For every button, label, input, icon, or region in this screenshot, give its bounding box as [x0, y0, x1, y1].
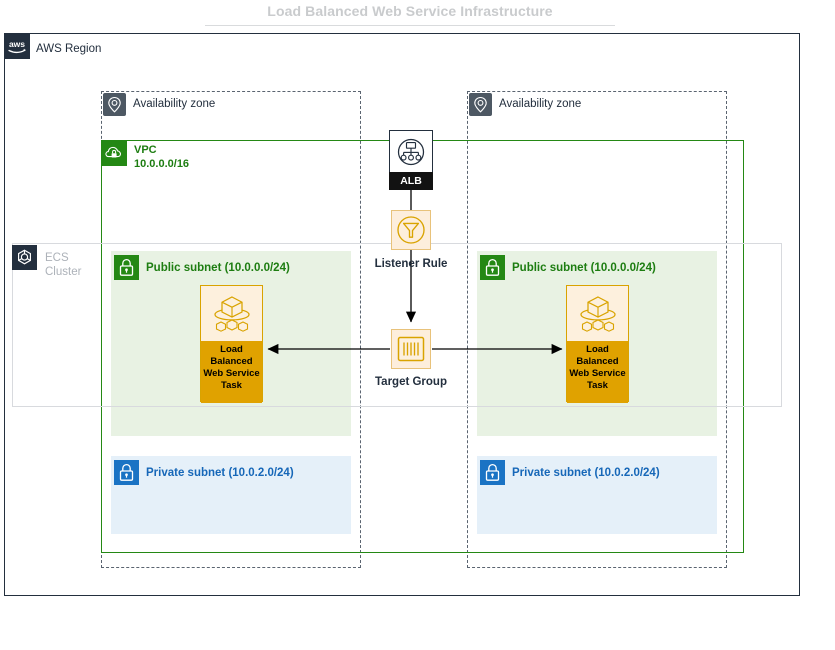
ecs-task-left[interactable]: Load Balanced Web Service Task — [200, 285, 263, 403]
ecs-task-right-label: Load Balanced Web Service Task — [567, 341, 628, 403]
ecs-task-right[interactable]: Load Balanced Web Service Task — [566, 285, 629, 403]
title-divider — [205, 25, 615, 26]
lock-icon — [480, 255, 505, 280]
availability-zone-2-boundary — [467, 91, 727, 568]
ecs-cluster-label: ECS Cluster — [45, 251, 81, 279]
ecs-task-container-icon — [201, 286, 262, 341]
target-group-node[interactable] — [391, 329, 431, 369]
ecs-cluster-line2: Cluster — [45, 266, 82, 278]
availability-zone-2-label: Availability zone — [499, 98, 582, 110]
lock-icon — [114, 460, 139, 485]
target-group-bars-icon — [397, 336, 425, 362]
listener-rule-node[interactable] — [391, 210, 431, 250]
vpc-cidr: 10.0.0.0/16 — [134, 158, 190, 170]
private-subnet-1-label: Private subnet (10.0.2.0/24) — [146, 467, 294, 479]
svg-text:aws: aws — [9, 39, 25, 49]
private-subnet-1 — [111, 456, 351, 534]
vpc-cloud-lock-icon — [101, 140, 127, 166]
vpc-name: VPC — [134, 144, 157, 156]
ecs-cluster-line1: ECS — [45, 252, 69, 264]
public-subnet-1-label: Public subnet (10.0.0.0/24) — [146, 262, 290, 274]
aws-logo-icon: aws — [4, 33, 30, 59]
private-subnet-2-label: Private subnet (10.0.2.0/24) — [512, 467, 660, 479]
location-pin-icon — [469, 93, 492, 116]
lock-icon — [114, 255, 139, 280]
aws-region-label: AWS Region — [36, 43, 102, 55]
listener-rule-label: Listener Rule — [374, 258, 448, 270]
public-subnet-2-label: Public subnet (10.0.0.0/24) — [512, 262, 656, 274]
load-balancer-icon — [389, 130, 433, 172]
ecs-task-container-icon — [567, 286, 628, 341]
funnel-filter-icon — [397, 216, 425, 244]
ecs-hexagon-icon — [12, 245, 37, 270]
private-subnet-2 — [477, 456, 717, 534]
alb-node[interactable]: ALB — [389, 130, 433, 190]
ecs-task-left-label: Load Balanced Web Service Task — [201, 341, 262, 403]
alb-label: ALB — [389, 172, 433, 190]
target-group-label: Target Group — [375, 376, 447, 388]
lock-icon — [480, 460, 505, 485]
page-title: Load Balanced Web Service Infrastructure — [267, 3, 553, 19]
vpc-label: VPC 10.0.0.0/16 — [134, 143, 189, 171]
availability-zone-1-label: Availability zone — [133, 98, 216, 110]
location-pin-icon — [103, 93, 126, 116]
